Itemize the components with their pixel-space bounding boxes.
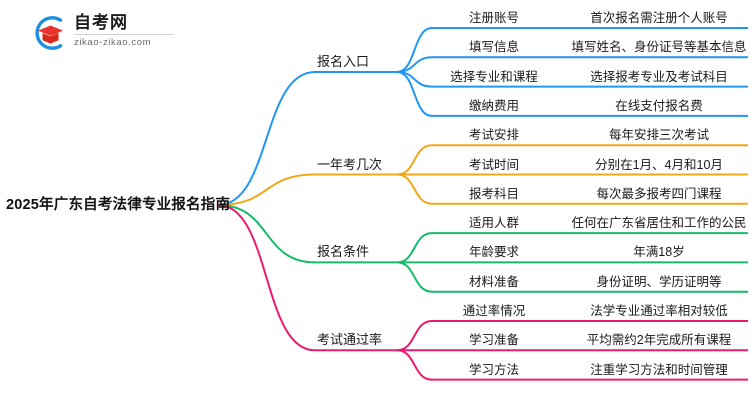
item-detail: 任何在广东省居住和工作的公民 [571, 216, 747, 231]
branch-connector [217, 70, 316, 206]
branch-label-4: 考试通过率 [317, 332, 383, 348]
item-detail: 填写姓名、身份证号等基本信息 [571, 40, 747, 55]
item-detail: 法学专业通过率相对较低 [590, 304, 728, 318]
item-detail: 每次最多报考四门课程 [596, 186, 722, 201]
item-connector [396, 261, 433, 293]
item-detail: 分别在1月、4月和10月 [595, 157, 723, 172]
logo-divider [74, 34, 174, 35]
branch-connector [217, 173, 316, 206]
item-connector [396, 349, 433, 381]
item-connector [396, 173, 433, 205]
item-label: 选择专业和课程 [450, 69, 538, 84]
branch-label-1: 报名入口 [317, 53, 370, 69]
logo-text: 自考网 zikao-zikao.com [74, 13, 178, 49]
item-label: 通过率情况 [462, 304, 526, 318]
item-detail: 平均需约2年完成所有课程 [586, 333, 732, 348]
branch-connector [217, 204, 316, 352]
item-detail: 身份证明、学历证明等 [596, 274, 722, 289]
site-logo: 自考网 zikao-zikao.com [30, 12, 180, 54]
item-label: 年龄要求 [468, 245, 519, 260]
item-connector [396, 144, 433, 176]
item-label: 学习方法 [468, 362, 519, 377]
logo-site-name: 自考网 [74, 13, 128, 32]
logo-site-url: zikao-zikao.com [74, 37, 152, 48]
item-label: 填写信息 [468, 40, 519, 55]
item-detail: 注重学习方法和时间管理 [590, 362, 728, 377]
branch-label-3: 报名条件 [317, 244, 370, 260]
item-connector [396, 70, 433, 88]
graduation-cap-icon [30, 14, 70, 52]
item-label: 学习准备 [468, 333, 519, 348]
item-connector [396, 320, 433, 352]
item-connector [396, 27, 433, 73]
item-label: 材料准备 [468, 274, 519, 289]
item-detail: 首次报名需注册个人账号 [590, 11, 728, 25]
item-label: 适用人群 [468, 216, 519, 231]
item-label: 报考科目 [468, 186, 519, 201]
item-connector [396, 70, 433, 117]
item-detail: 年满18岁 [633, 245, 685, 260]
item-label: 缴纳费用 [468, 98, 519, 113]
branch-label-2: 一年考几次 [317, 156, 383, 172]
branch-connector [217, 204, 316, 264]
item-connector [396, 56, 433, 73]
item-label: 考试时间 [468, 157, 519, 172]
item-connector [396, 232, 433, 264]
item-detail: 每年安排三次考试 [608, 128, 709, 143]
root-node-label: 2025年广东自考法律专业报名指南 [6, 197, 231, 213]
item-detail: 选择报考专业及考试科目 [590, 69, 728, 84]
item-label: 考试安排 [468, 128, 519, 143]
item-detail: 在线支付报名费 [615, 98, 703, 113]
item-label: 注册账号 [468, 11, 519, 25]
